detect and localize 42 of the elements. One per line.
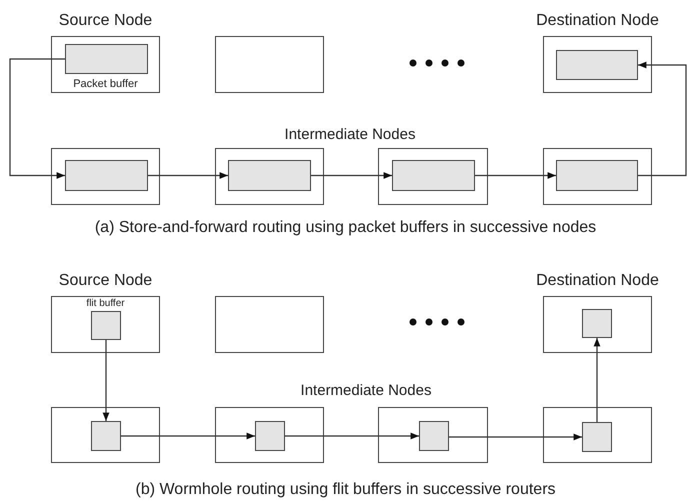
buffer-box [91, 311, 121, 340]
arrow [285, 432, 419, 440]
node-box [215, 407, 324, 463]
arrow [475, 172, 556, 179]
node-heading: Source Node [58, 271, 152, 291]
arrow [121, 432, 255, 440]
node-heading: Source Node [58, 11, 152, 31]
buffer-label: flit buffer [86, 299, 125, 309]
buffer-box [91, 421, 121, 451]
arrow [449, 434, 582, 440]
buffer-box [582, 309, 612, 338]
node-heading: Destination Node [536, 271, 659, 291]
arrow [594, 338, 600, 422]
buffer-box [65, 160, 148, 191]
arrow [102, 340, 110, 421]
arrow [311, 172, 392, 179]
arrow [638, 62, 687, 176]
arrow [148, 172, 228, 179]
buffer-box [556, 50, 638, 80]
node-box [51, 407, 160, 463]
node-box [543, 148, 652, 205]
buffer-box [419, 421, 449, 451]
group-label: Intermediate Nodes [284, 125, 416, 145]
node-heading: Destination Node [536, 11, 659, 31]
node-box [378, 148, 488, 205]
buffer-box [255, 421, 285, 451]
buffer-label: Packet buffer [73, 79, 138, 90]
node-box [51, 148, 160, 205]
group-label: Intermediate Nodes [300, 381, 432, 401]
buffer-box [228, 160, 311, 191]
node-box [215, 148, 324, 205]
caption: (b) Wormhole routing using flit buffers in successive routers [135, 480, 556, 500]
buffer-box [65, 44, 148, 74]
buffer-box [556, 160, 638, 191]
node-box [215, 36, 324, 93]
node-box [215, 296, 324, 353]
node-box [543, 407, 652, 463]
caption: (a) Store-and-forward routing using packet buffers in successive nodes [94, 218, 596, 238]
buffer-box [582, 422, 612, 452]
arrow [9, 58, 65, 179]
node-box [378, 407, 488, 463]
buffer-box [392, 160, 475, 191]
